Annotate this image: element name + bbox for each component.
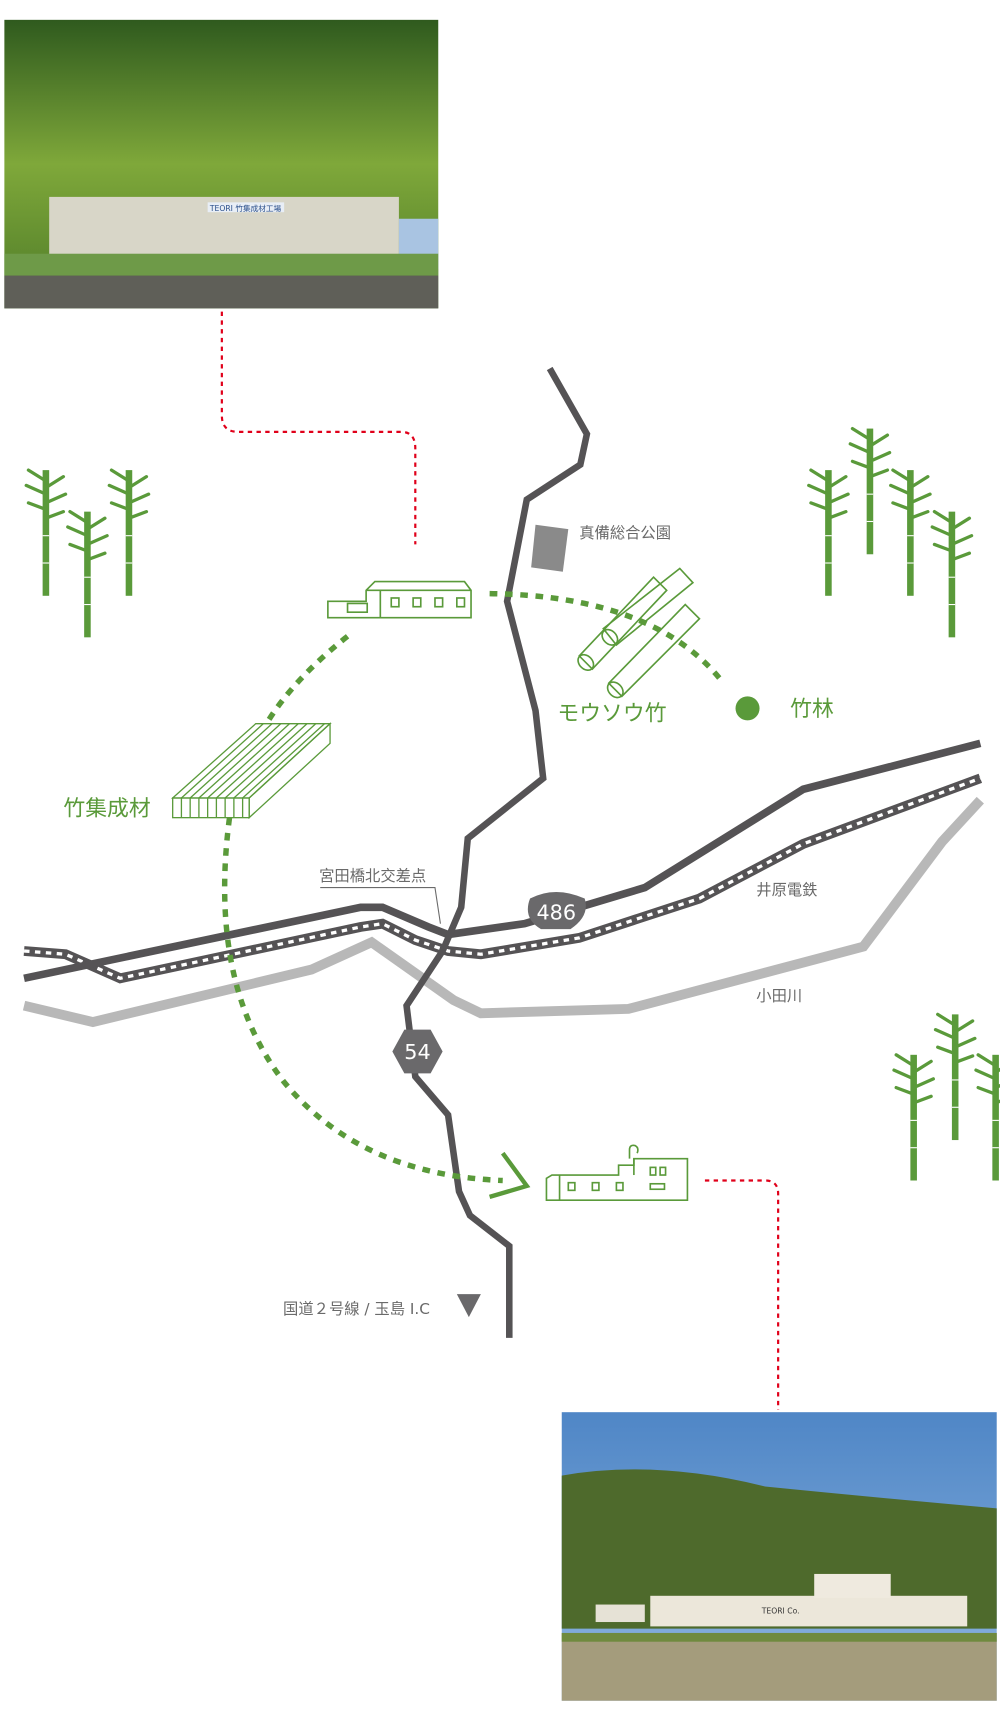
route-486-badge: 486 [527,891,586,930]
road-486 [23,739,982,983]
moso-bamboo-icon [577,567,701,699]
factory-sign: TEORI 竹集成材工場 [209,203,282,213]
park-label: 真備総合公園 [579,524,671,542]
svg-text:486: 486 [536,900,576,924]
photo-teori-headquarters: TEORI Co. [561,1412,997,1701]
laminated-bamboo-label: 竹集成材 [63,796,150,821]
laminated-bamboo-icon [170,722,332,820]
railway-label: 井原電鉄 [756,881,817,899]
factory-icon-top [327,580,472,619]
river-label: 小田川 [756,987,802,1005]
factory-icon-bottom [545,1144,689,1201]
bamboo-forest-marker [735,696,760,721]
bamboo-icon-group-right-bottom [892,1012,1000,1183]
process-route-left [265,634,350,723]
intersection-label: 宮田橋北交差点 [319,867,426,885]
svg-text:54: 54 [404,1040,430,1064]
river-odagawa [22,796,984,1028]
bamboo-icon-group-right-top [807,426,974,639]
process-route-top [489,590,726,685]
highway-label: 国道２号線 / 玉島 I.C [283,1300,430,1318]
route-54-badge: 54 [392,1029,443,1074]
bamboo-icon-group-left [24,468,151,639]
process-route-bottom [221,817,503,1184]
park-marker [531,524,569,572]
arrow-head [489,1151,531,1199]
connector-top-photo [220,311,417,545]
direction-down-icon [456,1294,481,1318]
moso-bamboo-label: モウソウ竹 [557,701,666,726]
connector-bottom-photo [704,1179,780,1411]
bamboo-forest-label: 竹林 [790,697,834,722]
road-54 [403,366,591,1338]
photo-bamboo-laminate-factory: TEORI 竹集成材工場 [4,19,439,309]
railway-ibara [23,773,983,984]
headquarters-sign: TEORI Co. [761,1606,800,1615]
intersection-leader [320,887,441,924]
